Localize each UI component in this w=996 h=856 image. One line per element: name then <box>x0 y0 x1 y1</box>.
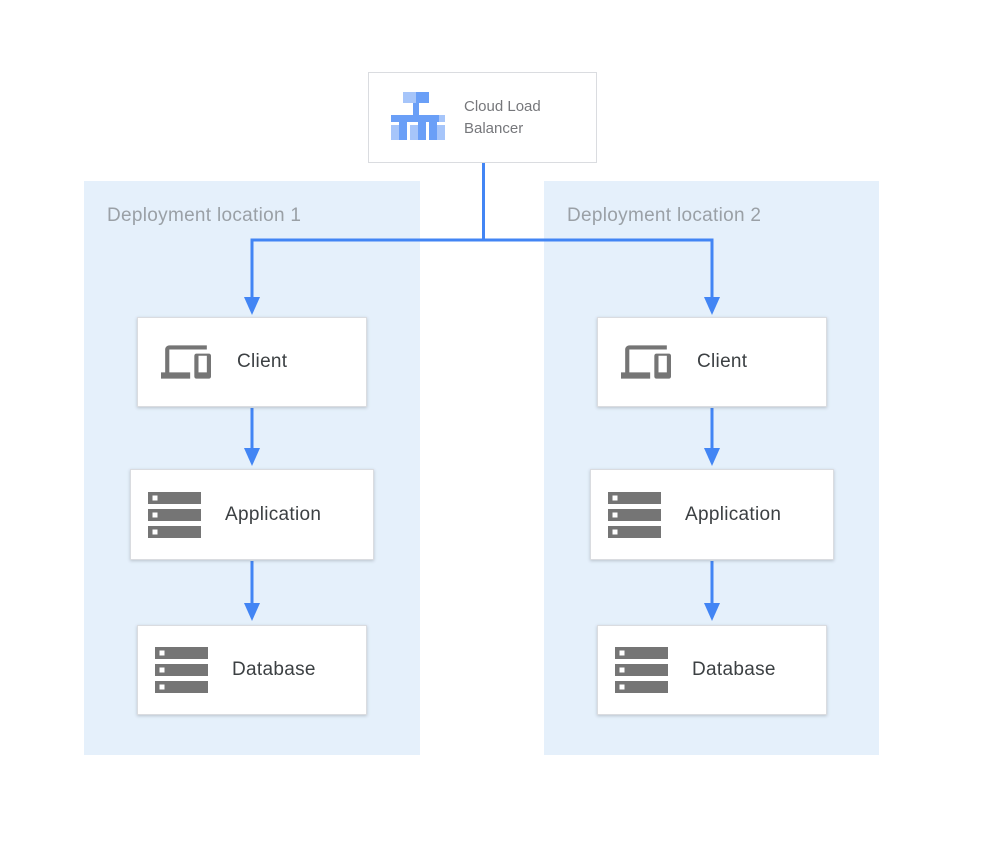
server-stack-icon <box>155 647 208 693</box>
node-application-1: Application <box>130 469 374 560</box>
node-label: Application <box>225 503 322 525</box>
server-stack-icon <box>608 491 661 538</box>
node-client-2: Client <box>597 317 827 407</box>
devices-icon <box>161 345 211 379</box>
node-label: Database <box>692 659 776 680</box>
devices-icon <box>621 345 671 379</box>
node-label: Cloud Load Balancer <box>464 97 541 137</box>
load-balancer-icon <box>391 91 445 140</box>
node-cloud-load-balancer: Cloud Load Balancer <box>368 72 597 163</box>
node-label: Client <box>237 351 288 372</box>
node-label: Database <box>232 659 316 680</box>
server-stack-icon <box>615 647 668 693</box>
node-database-1: Database <box>137 625 367 715</box>
node-label: Client <box>697 351 748 372</box>
node-label: Application <box>685 503 782 525</box>
region-title: Deployment location 2 <box>567 205 762 226</box>
region-title: Deployment location 1 <box>107 205 302 226</box>
node-client-1: Client <box>137 317 367 407</box>
server-stack-icon <box>148 491 201 538</box>
node-application-2: Application <box>590 469 834 560</box>
node-database-2: Database <box>597 625 827 715</box>
